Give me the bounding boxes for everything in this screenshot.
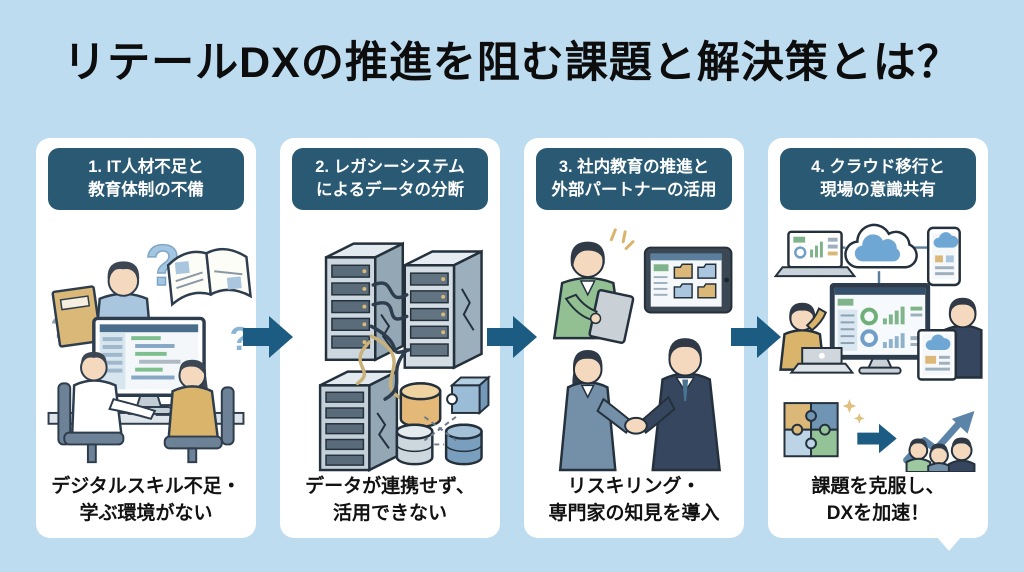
panel-4-caption-line1: 課題を克服し、 (811, 475, 945, 497)
cloud-migration-illustration (773, 223, 983, 472)
panel-3-header-line2: 外部パートナーの活用 (551, 180, 717, 199)
broken-link-dashes (423, 416, 457, 446)
trainer-with-tablet (552, 241, 635, 344)
panel-1-header: 1. IT人材不足と 教育体制の不備 (48, 148, 244, 210)
panel-2-header-line2: によるデータの分断 (315, 180, 464, 199)
laptop-icon (773, 230, 857, 278)
cloud-icon (844, 223, 918, 269)
database-icon (395, 423, 434, 466)
puzzle-cube-icon (446, 375, 492, 416)
team-group (905, 437, 976, 472)
panel-4-illustration (772, 220, 984, 472)
tablet-screen-icon (643, 246, 733, 314)
panel-4-caption: 課題を克服し、 DXを加速！ (772, 473, 984, 528)
panel-3-header-line1: 3. 社内教育の推進と (558, 158, 710, 176)
panel-1-caption-line2: 学ぶ環境がない (79, 503, 213, 525)
panel-2-caption-line2: 活用できない (332, 503, 447, 525)
panel-3-caption-line1: リスキリング・ (567, 475, 701, 497)
panels-row: 1. IT人材不足と 教育体制の不備 ? ? ? (36, 138, 988, 551)
server-rack-icon (324, 241, 405, 362)
seated-person-right (163, 359, 235, 464)
panel-3-caption-line2: 専門家の知見を導入 (548, 503, 720, 525)
panel-4-header: 4. クラウド移行と 現場の意識共有 (780, 148, 976, 210)
panel-1: 1. IT人材不足と 教育体制の不備 ? ? ? (36, 138, 256, 538)
education-partnership-illustration (552, 228, 733, 472)
gap-3 (731, 138, 781, 538)
manager-with-tablet (917, 297, 983, 381)
sparkle-icon (609, 228, 635, 251)
panel-2-header: 2. レガシーシステム によるデータの分断 (292, 148, 488, 210)
panel-3-illustration (528, 220, 740, 472)
server-rack-icon (318, 369, 399, 472)
panel-1-caption-line1: デジタルスキル不足・ (51, 475, 241, 497)
database-icon (444, 423, 483, 466)
tangled-cables (355, 281, 411, 401)
worker-with-laptop (779, 302, 855, 374)
right-arrow-icon (857, 423, 897, 454)
gap-2 (487, 138, 537, 538)
confused-workers-illustration: ? ? ? (47, 233, 252, 464)
open-book-icon (166, 247, 252, 307)
sparkle-icon (842, 399, 865, 424)
smartphone-icon (926, 226, 961, 287)
panel-3-header: 3. 社内教育の推進と 外部パートナーの活用 (536, 148, 732, 210)
panel-1-header-line1: 1. IT人材不足と (88, 158, 204, 176)
panel-4-caption-line2: DXを加速！ (826, 503, 930, 525)
seated-person-left (57, 351, 157, 464)
puzzle-pieces-icon (783, 402, 839, 458)
right-arrow-icon (487, 316, 537, 358)
desktop-monitor-icon (92, 316, 211, 416)
legacy-servers-illustration (318, 241, 492, 472)
panel-2-caption-line1: データが連携せず、 (305, 475, 475, 497)
panel-4: 4. クラウド移行と 現場の意識共有 (768, 138, 988, 551)
panel-3: 3. 社内教育の推進と 外部パートナーの活用 (524, 138, 744, 538)
gap-1 (243, 138, 293, 538)
handshake-people (558, 338, 722, 472)
server-rack-icon (403, 249, 483, 370)
panel-4-header-line2: 現場の意識共有 (820, 180, 936, 199)
document-folder-icon (51, 285, 103, 348)
panel-2-illustration (284, 220, 496, 472)
panel-2: 2. レガシーシステム によるデータの分断 (280, 138, 500, 538)
dashboard-monitor-icon (829, 283, 931, 375)
panel-4-header-line1: 4. クラウド移行と (811, 158, 945, 176)
database-icon (399, 382, 442, 428)
right-arrow-icon (243, 316, 293, 358)
right-arrow-icon (731, 316, 781, 358)
panel-3-caption: リスキリング・ 専門家の知見を導入 (528, 473, 740, 528)
panel-1-header-line2: 教育体制の不備 (88, 180, 204, 199)
page-title: リテールDXの推進を阻む課題と解決策とは？ (63, 39, 961, 87)
panel-2-header-line1: 2. レガシーシステム (315, 158, 465, 176)
panel-1-illustration: ? ? ? (40, 220, 252, 472)
panel-2-caption: データが連携せず、 活用できない (284, 473, 496, 528)
panel-1-caption: デジタルスキル不足・ 学ぶ環境がない (40, 473, 252, 528)
